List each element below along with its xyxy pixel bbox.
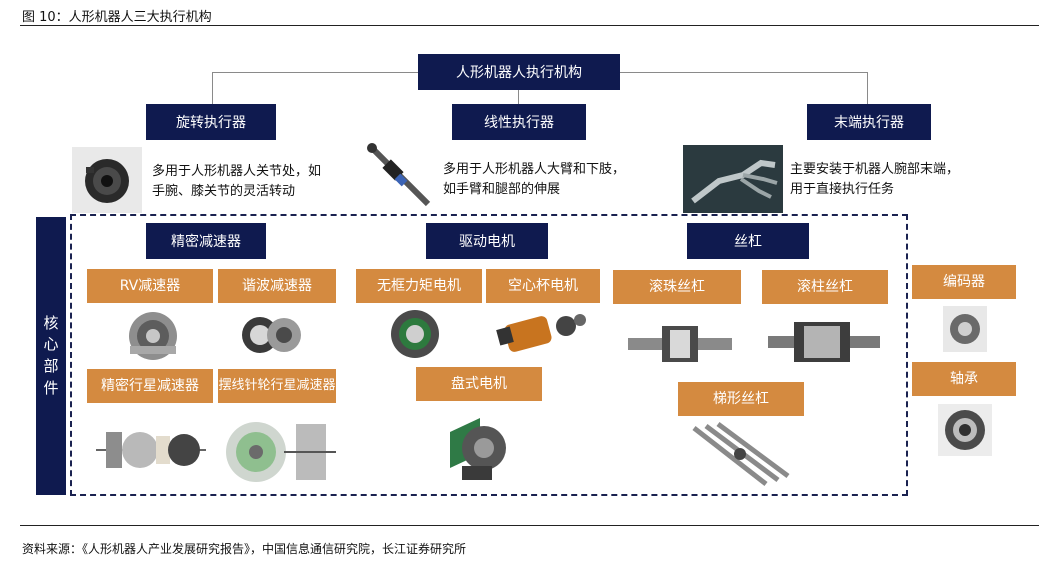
linear-actuator-image [367, 143, 431, 207]
root-node: 人形机器人执行机构 [418, 54, 620, 90]
item-planetary-reducer: 精密行星减速器 [87, 369, 213, 403]
connector-right [867, 72, 868, 104]
figure-caption: 图 10：人形机器人三大执行机构 [22, 10, 212, 25]
item-rv-reducer: RV减速器 [87, 269, 213, 303]
rotary-actuator-image [72, 147, 142, 213]
item-disc-motor: 盘式电机 [416, 367, 542, 401]
item-roller-screw: 滚柱丝杠 [762, 270, 888, 304]
end-effector-image [683, 145, 783, 213]
core-side-label: 核 心 部 件 [36, 217, 66, 495]
rv-reducer-image [129, 312, 177, 360]
core-dashed-frame [70, 214, 908, 496]
desc-line: 手腕、膝关节的灵活转动 [152, 183, 296, 199]
actuator-rotary: 旋转执行器 [146, 104, 276, 140]
actuator-linear-desc: 多用于人形机器人大臂和下肢， 如手臂和腿部的伸展 [443, 160, 625, 199]
top-rule [20, 25, 1039, 26]
connector-left [212, 72, 213, 104]
item-encoder: 编码器 [912, 265, 1016, 299]
source-note: 资料来源：《人形机器人产业发展研究报告》，中国信息通信研究院，长江证券研究所 [22, 542, 467, 556]
planetary-reducer-image [96, 432, 206, 468]
roller-screw-image [768, 322, 880, 362]
bottom-rule [20, 525, 1039, 526]
item-bearing: 轴承 [912, 362, 1016, 396]
item-coreless-motor: 空心杯电机 [486, 269, 600, 303]
item-frameless-motor: 无框力矩电机 [356, 269, 482, 303]
connector-center [518, 90, 519, 104]
actuator-end: 末端执行器 [807, 104, 931, 140]
desc-line: 如手臂和腿部的伸展 [443, 181, 561, 197]
item-trapezoidal-screw: 梯形丝杠 [678, 382, 804, 416]
desc-line: 多用于人形机器人关节处，如 [152, 164, 322, 179]
group-motor: 驱动电机 [426, 223, 548, 259]
desc-line: 主要安装于机器人腕部末端， [790, 162, 960, 177]
cycloidal-reducer-image [226, 422, 336, 482]
encoder-image [943, 306, 987, 352]
item-cycloidal-reducer: 摆线针轮行星减速器 [218, 369, 336, 403]
ball-screw-image [628, 326, 732, 362]
trapezoidal-screw-image [692, 421, 790, 486]
item-harmonic-reducer: 谐波减速器 [218, 269, 336, 303]
harmonic-reducer-image [242, 317, 301, 353]
desc-line: 多用于人形机器人大臂和下肢， [443, 162, 626, 177]
bearing-image [938, 404, 992, 456]
actuator-rotary-desc: 多用于人形机器人关节处，如 手腕、膝关节的灵活转动 [152, 162, 321, 201]
group-screw: 丝杠 [687, 223, 809, 259]
frameless-motor-image [391, 310, 439, 358]
actuator-linear: 线性执行器 [452, 104, 586, 140]
item-ball-screw: 滚珠丝杠 [613, 270, 741, 304]
coreless-motor-image [496, 314, 586, 352]
actuator-end-desc: 主要安装于机器人腕部末端， 用于直接执行任务 [790, 160, 959, 199]
desc-line: 用于直接执行任务 [790, 181, 895, 197]
group-reducer: 精密减速器 [146, 223, 266, 259]
disc-motor-image [450, 418, 506, 480]
